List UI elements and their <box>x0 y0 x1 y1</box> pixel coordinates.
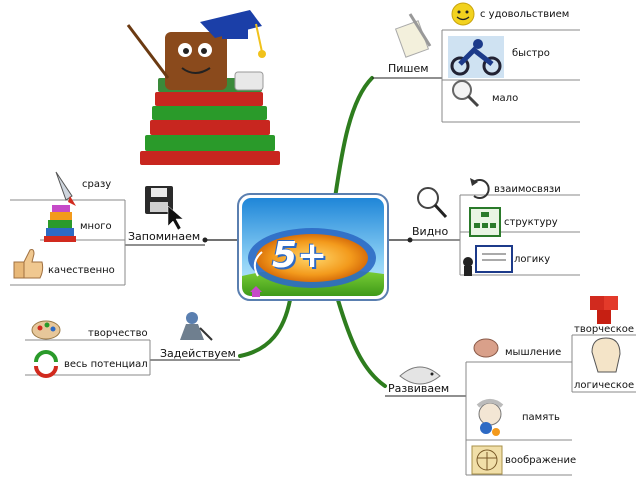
puzzle-icon <box>590 296 618 324</box>
structure-chart-icon <box>469 207 501 237</box>
leaf-bystro[interactable]: быстро <box>512 48 550 59</box>
painter-icon <box>180 312 213 341</box>
branch-line-zadeystvuem <box>238 298 292 358</box>
smiley-icon <box>451 2 475 26</box>
badge-disc <box>256 234 368 282</box>
branch-underlines <box>125 77 466 397</box>
branch-line-razvivaem <box>336 298 387 388</box>
palette-icon <box>31 320 61 340</box>
einstein-icon <box>476 399 504 436</box>
branch-line-pishem <box>333 76 374 200</box>
cycle-arrows-icon <box>470 178 490 199</box>
leaf-srazu[interactable]: сразу <box>82 179 112 190</box>
sub-leaf-tvorcheskoe[interactable]: творческое <box>574 324 635 335</box>
leaf-vzaimosvyazi[interactable]: взаимосвязи <box>494 184 561 195</box>
leaf-ves-potentsial[interactable]: весь потенциал <box>64 359 148 370</box>
leaf-strukturu[interactable]: структуру <box>504 217 558 228</box>
head-profile-icon <box>591 337 621 373</box>
branch-lines <box>204 76 411 388</box>
book-stack-icon <box>44 205 76 242</box>
leaf-voobrazhenie[interactable]: воображение <box>505 455 577 466</box>
leaf-tvorchestvo[interactable]: творчество <box>88 328 148 339</box>
motorbike-icon <box>448 36 504 78</box>
presentation-board-icon <box>463 245 513 276</box>
branch-label-vidno[interactable]: Видно <box>412 225 449 238</box>
leaf-pamyat[interactable]: память <box>522 412 560 423</box>
leaf-mnogo[interactable]: много <box>80 221 112 232</box>
magnifier-icon <box>417 187 448 219</box>
vitruvian-man-icon <box>471 445 503 475</box>
recycle-icon <box>34 350 58 378</box>
branch-label-zapominaem[interactable]: Запоминаем <box>128 230 201 243</box>
center-node[interactable] <box>237 193 389 301</box>
floppy-disk-icon <box>145 186 184 231</box>
center-badge-text: 5+ <box>272 235 328 276</box>
leaf-malo[interactable]: мало <box>492 93 519 104</box>
leaf-logiku[interactable]: логику <box>514 254 551 265</box>
fish-icon <box>399 366 441 385</box>
home-icon <box>250 286 262 297</box>
branch-label-razvivaem[interactable]: Развиваем <box>388 382 450 395</box>
rocket-icon <box>55 171 76 206</box>
branch-label-pishem[interactable]: Пишем <box>388 62 429 75</box>
thumbs-up-icon <box>13 249 44 279</box>
leaf-s-udovolstviem[interactable]: с удовольствием <box>480 9 570 20</box>
notepad-pen-icon <box>394 13 432 58</box>
sub-leaf-logicheskoe[interactable]: логическое <box>574 380 635 391</box>
books-mascot-icon <box>126 10 280 165</box>
branch-label-zadeystvuem[interactable]: Задействуем <box>160 347 236 360</box>
brain-icon <box>473 338 499 358</box>
leaf-kachestvenno[interactable]: качественно <box>48 265 115 276</box>
magnifier-icon <box>452 80 480 108</box>
leaf-myshlenie[interactable]: мышление <box>505 347 562 358</box>
